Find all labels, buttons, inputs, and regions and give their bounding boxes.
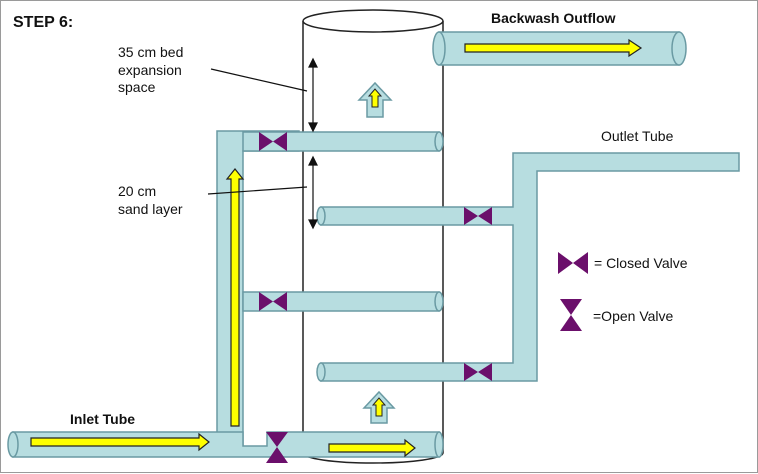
legend-open-valve-icon	[560, 299, 582, 331]
closed-valve-lower-right	[464, 363, 492, 381]
upflow-arrow-bottom	[362, 390, 396, 424]
step-label: STEP 6:	[13, 14, 74, 31]
bed-expansion-dimension	[308, 57, 318, 133]
backwash-flow-arrow	[464, 38, 643, 58]
sand-layer-label: 20 cm sand layer	[118, 183, 183, 217]
bottom-flow-arrow	[328, 438, 416, 458]
legend-open-valve-label: =Open Valve	[593, 308, 674, 324]
riser-flow-arrow	[225, 168, 245, 427]
filter-column	[302, 9, 444, 464]
outlet-tube-label: Outlet Tube	[601, 128, 674, 144]
closed-valve-middle-left	[259, 292, 287, 311]
legend-closed-valve-label: = Closed Valve	[594, 255, 688, 271]
outlet-manifold	[316, 152, 740, 382]
inlet-flow-arrow	[30, 432, 210, 452]
upflow-arrow-top	[357, 81, 393, 118]
closed-valve-upper-right	[464, 207, 492, 225]
middle-left-tube	[242, 291, 444, 312]
upper-left-tube	[242, 131, 444, 152]
legend-closed-valve-icon	[558, 252, 588, 274]
label-leader-lines	[207, 68, 308, 195]
inlet-tube-label: Inlet Tube	[70, 411, 136, 427]
backwash-outflow-label: Backwash Outflow	[491, 10, 616, 26]
closed-valve-upper-left	[259, 132, 287, 151]
sand-layer-dimension	[308, 155, 318, 230]
open-valve-inlet	[266, 432, 288, 463]
bed-expansion-label: 35 cm bed expansion space	[118, 44, 184, 95]
